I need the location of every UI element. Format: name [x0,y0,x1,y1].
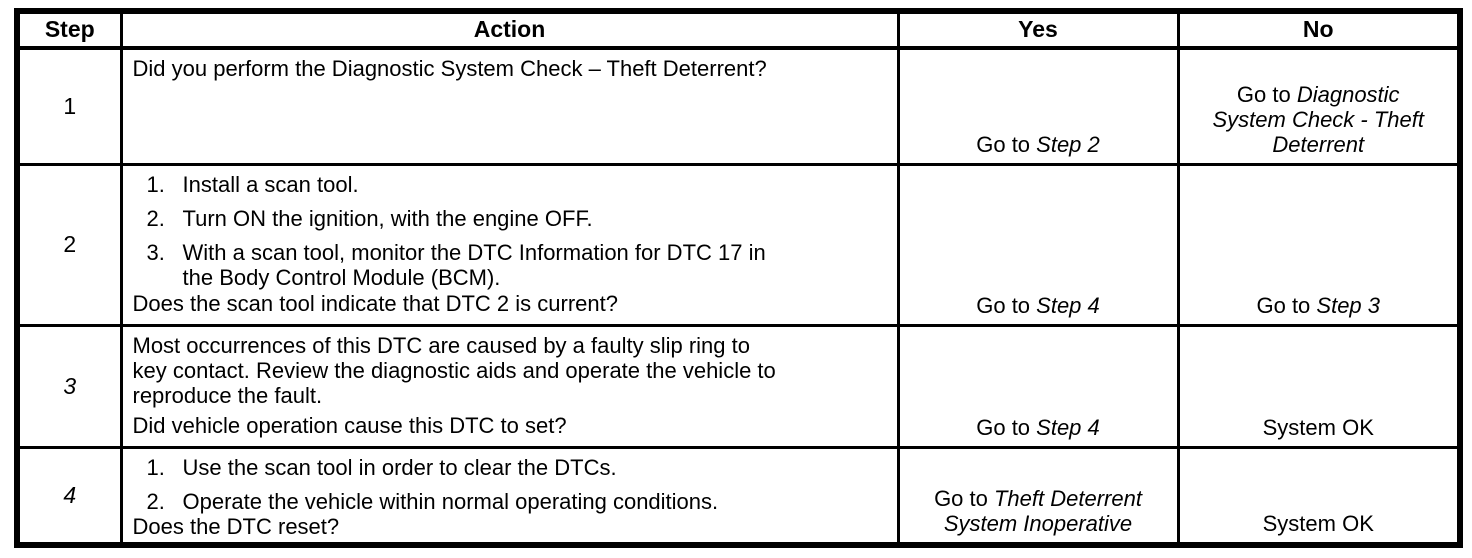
action-cell: 1. Install a scan tool. 2. Turn ON the ign… [119,162,900,327]
col-header-yes: Yes [896,9,1180,50]
step-cell: 1 [15,46,123,166]
col-header-action: Action [119,9,900,50]
action-cell: 1. Use the scan tool in order to clear th… [119,445,900,547]
step-cell: 3 [15,323,123,449]
goto-no: Go to [1236,81,1297,107]
no-cell: Go to Step 3 [1176,162,1462,327]
col-header-step: Step [15,9,123,50]
table-row: 2 1. Install a scan tool. 2. Turn ON the i… [15,162,1462,327]
list-item: 3. With a scan tool, monitor the DTC Info… [133,240,887,290]
action-cell: Did you perform the Diagnostic System Ch… [119,46,900,166]
yes-cell: Go to Step 2 [896,46,1180,166]
diagnostic-table: Step Action Yes No 1 Did you perform the… [14,8,1463,548]
action-cell: Most occurrences of this DTC are caused … [119,323,900,449]
item-number: 1. [146,454,165,480]
goto-yes-target: Theft Deterrent System Inoperative [943,486,1142,536]
question-text: Does the scan tool indicate that DTC 2 i… [132,290,618,316]
step-number: 4 [63,481,77,508]
yes-cell: Go to Theft Deterrent System Inoperative [896,445,1180,547]
list-item: 2. Operate the vehicle within normal oper… [133,489,887,514]
status-text: System OK [1262,414,1374,440]
table-row: 3 Most occurrences of this DTC are cause… [15,323,1462,449]
question-text: Did vehicle operation cause this DTC to … [132,412,567,438]
goto-yes: Go to [976,292,1037,318]
goto-yes: Go to [976,131,1037,157]
item-number: 1. [146,171,165,197]
action-list: 1. Use the scan tool in order to clear th… [133,455,887,514]
question-text: Does the DTC reset? [132,513,340,539]
header-row: Step Action Yes No [15,9,1462,50]
action-list: 1. Install a scan tool. 2. Turn ON the ign… [133,172,887,290]
goto-no-target: Step 3 [1316,292,1381,318]
col-header-no: No [1176,9,1462,50]
step-cell: 4 [15,445,123,547]
goto-yes: Go to [934,486,994,511]
goto-no: Go to [1256,292,1317,318]
item-text: Operate the vehicle within normal operat… [182,488,719,514]
list-item: 1. Install a scan tool. [133,172,887,197]
goto-yes: Go to [976,414,1037,440]
list-item: 2. Turn ON the ignition, with the engine … [133,206,887,231]
item-text: Install a scan tool. [182,171,359,197]
item-text: Turn ON the ignition, with the engine OF… [182,205,593,231]
item-text: With a scan tool, monitor the DTC Inform… [182,239,766,290]
table-row: 1 Did you perform the Diagnostic System … [15,46,1462,166]
goto-yes-target: Step 2 [1036,131,1100,157]
goto-yes-target: Step 4 [1036,292,1100,318]
table-row: 4 1. Use the scan tool in order to clear … [15,445,1462,547]
no-cell: System OK [1176,445,1462,547]
step-number: 1 [63,92,77,119]
item-text: Use the scan tool in order to clear the … [182,454,617,480]
yes-cell: Go to Step 4 [896,162,1180,327]
item-number: 2. [146,205,165,231]
no-cell: System OK [1176,323,1462,449]
list-item: 1. Use the scan tool in order to clear th… [133,455,887,480]
step-number: 3 [63,372,77,399]
step-cell: 2 [15,162,123,327]
yes-cell: Go to Step 4 [896,323,1180,449]
item-number: 2. [146,488,165,514]
action-paragraph: Did you perform the Diagnostic System Ch… [132,56,767,81]
goto-yes-target: Step 4 [1036,414,1100,440]
status-text: System OK [1262,511,1374,536]
step-number: 2 [63,231,77,257]
goto-no-target: Diagnostic System Check - Theft Deterren… [1212,81,1424,157]
no-cell: Go to Diagnostic System Check - Theft De… [1176,46,1462,166]
action-paragraph: Most occurrences of this DTC are caused … [132,332,776,408]
item-number: 3. [146,239,165,265]
